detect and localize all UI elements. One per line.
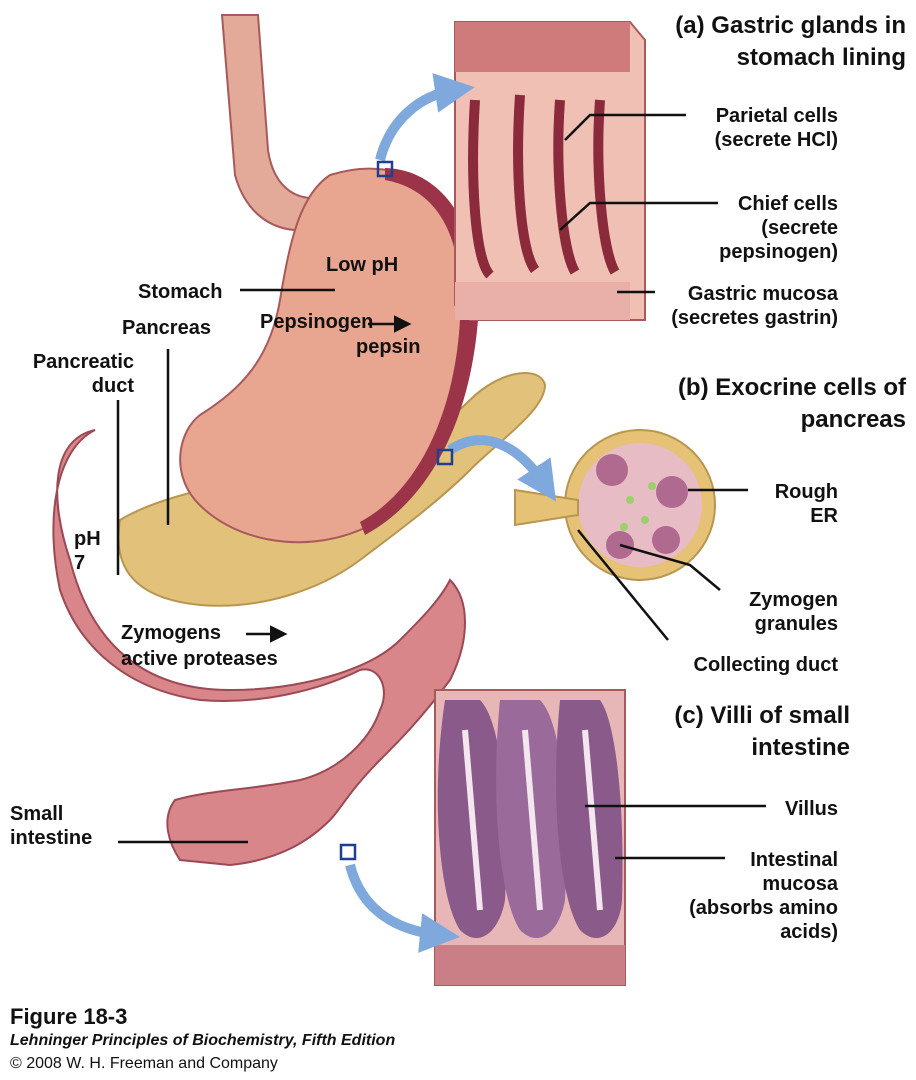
arrow-to-acinus bbox=[447, 435, 557, 502]
marker-stomach bbox=[376, 160, 394, 178]
figure-number: Figure 18-3 bbox=[10, 1004, 128, 1029]
villi-block bbox=[434, 689, 626, 986]
label-ph7: pH 7 bbox=[74, 528, 101, 574]
arrow-to-gastric bbox=[375, 73, 475, 162]
label-pepsinogen: Pepsinogen bbox=[260, 311, 374, 333]
marker-intestine bbox=[339, 843, 357, 861]
label-pancreatic-duct: Pancreatic duct bbox=[32, 351, 134, 397]
pancreas-acinus bbox=[514, 429, 716, 581]
label-villus: Villus bbox=[785, 798, 838, 820]
label-gastric-mucosa: Gastric mucosa (secretes gastrin) bbox=[671, 283, 838, 329]
heading-gastric-glands: (a) Gastric glands in stomach lining bbox=[675, 12, 906, 71]
small-intestine-shape bbox=[52, 429, 466, 867]
heading-villi: (c) Villi of small intestine bbox=[674, 702, 850, 761]
figure-copyright: © 2008 W. H. Freeman and Company bbox=[10, 1055, 278, 1072]
leader-lines bbox=[116, 113, 766, 860]
label-zymogen-granules: Zymogen granules bbox=[749, 589, 838, 635]
label-parietal-cells: Parietal cells (secrete HCl) bbox=[714, 105, 838, 151]
label-zymogens: Zymogens bbox=[121, 622, 222, 644]
figure-source: Lehninger Principles of Biochemistry, Fi… bbox=[10, 1032, 396, 1049]
label-collecting-duct: Collecting duct bbox=[693, 654, 838, 676]
label-rough-er: Rough ER bbox=[774, 481, 838, 527]
label-intestinal-mucosa: Intestinal mucosa (absorbs amino acids) bbox=[689, 849, 838, 943]
label-low-ph: Low pH bbox=[326, 254, 399, 276]
reaction-arrows bbox=[246, 315, 412, 643]
label-pepsin: pepsin bbox=[356, 336, 421, 358]
gastric-gland-block bbox=[454, 21, 646, 321]
label-chief-cells: Chief cells (secrete pepsinogen) bbox=[719, 193, 838, 263]
label-stomach: Stomach bbox=[138, 281, 223, 303]
label-active-proteases: active proteases bbox=[121, 648, 278, 670]
label-pancreas: Pancreas bbox=[122, 317, 211, 339]
label-small-intestine: Small intestine bbox=[10, 803, 93, 849]
heading-exocrine-cells: (b) Exocrine cells of pancreas bbox=[677, 374, 906, 433]
marker-pancreas bbox=[436, 448, 454, 466]
arrow-to-villi bbox=[345, 863, 460, 953]
